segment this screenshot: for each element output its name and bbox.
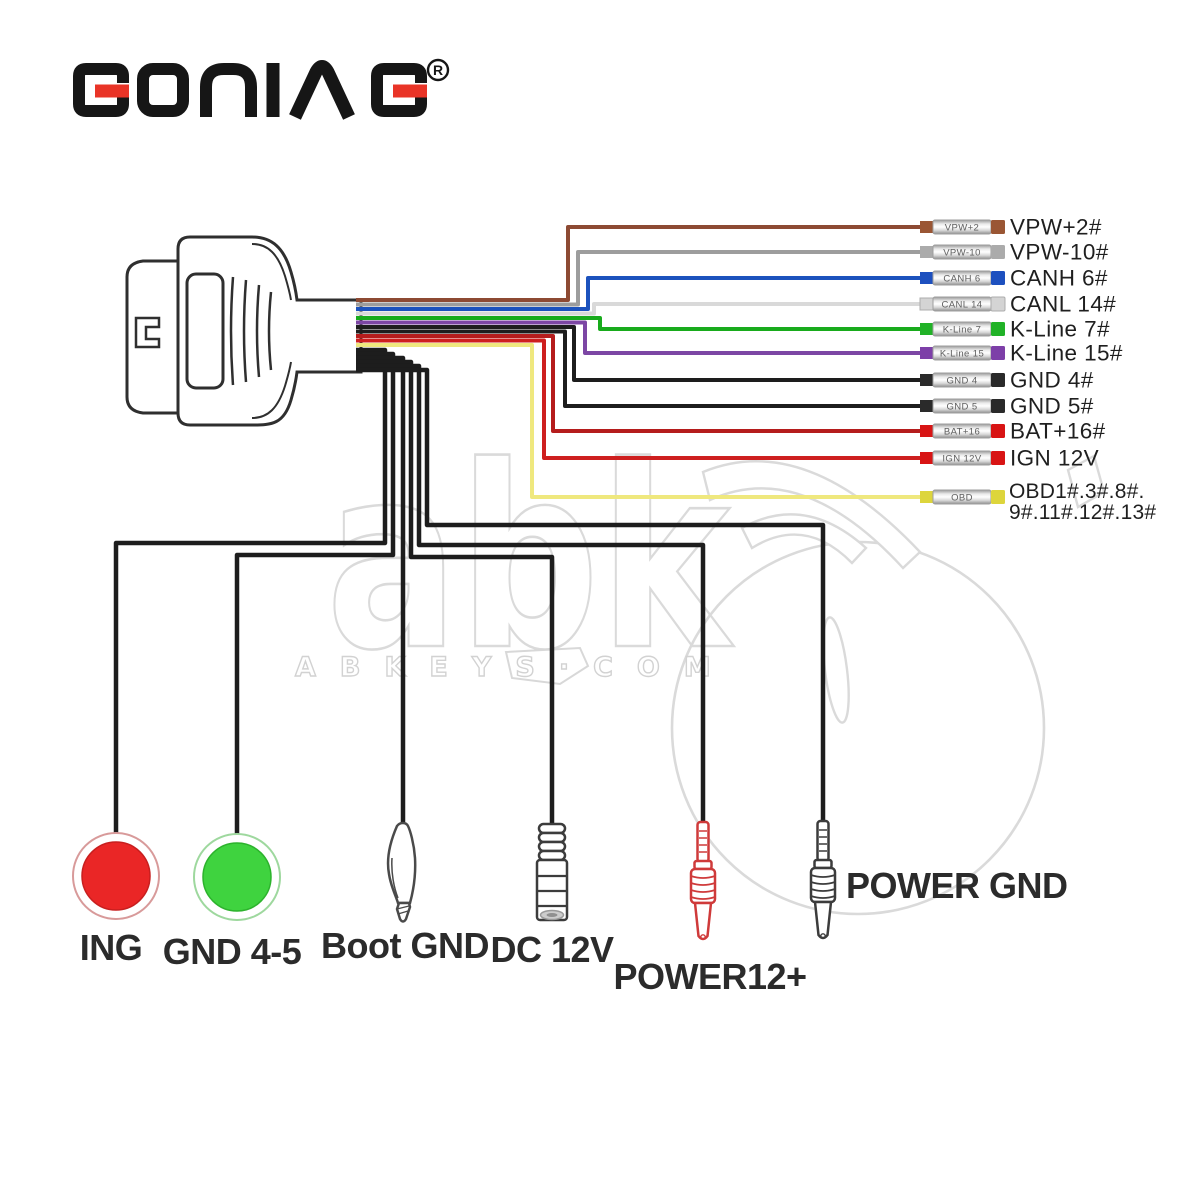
terminal-label: VPW+2# [1010,215,1102,240]
terminal-vpw2: VPW+2 VPW+2# [920,215,1102,240]
watermark-site-text: ABKEYS·COM [295,652,735,683]
connector-inner-line-top [251,243,292,301]
terminal-kline7: K-Line 7 K-Line 7# [920,317,1110,342]
connector-key-notch-icon [134,316,161,349]
wire-vpw10 [356,250,921,307]
power12-probe-icon [689,820,717,941]
connector-grip-line [267,291,273,371]
wire-ing [113,347,388,833]
logo-letter-g2 [371,63,427,117]
gnd45-connector: GND 4-5 [163,833,302,972]
terminal-gnd4: GND 4 GND 4# [920,368,1094,393]
boot-gnd-label: Boot GND [321,925,489,966]
wire-vpw2 [356,225,921,302]
wire-power12 [356,363,706,821]
watermark-arc-tip [1066,454,1106,509]
terminal-list: VPW+2 VPW+2# VPW-10 VPW-10# CANH 6 CANH … [919,215,1156,524]
watermark-inner-arc [740,513,868,565]
svg-text:VPW+2: VPW+2 [945,223,979,234]
ing-label: ING [80,927,143,968]
power-gnd-probe-icon [809,819,837,940]
terminal-kline15: K-Line 15 K-Line 15# [920,341,1123,366]
terminal-obd: OBD OBD1#.3#.8#. 9#.11#.12#.13# [920,480,1156,524]
obd2-connector [125,235,363,427]
godiag-logo: R [73,58,450,120]
connector-grip-line [255,284,261,378]
logo-letter-a [289,60,355,120]
logo-letter-o [137,63,189,117]
connector-grip-panel [185,272,225,390]
wire-power-gnd [356,367,826,820]
logo-red-bar-1 [95,84,129,98]
power12-label: POWER12+ [613,956,806,997]
terminal-label: CANH 6# [1010,266,1108,291]
terminal-label: IGN 12V [1010,446,1099,471]
terminal-label: CANL 14# [1010,292,1116,317]
svg-text:BAT+16: BAT+16 [944,427,980,438]
gnd45-pad [202,842,272,912]
terminal-label: GND 4# [1010,368,1094,393]
svg-text:CANL 14: CANL 14 [942,300,983,311]
terminal-vpw10: VPW-10 VPW-10# [920,240,1109,265]
registered-trademark-icon [426,58,450,82]
terminal-label-line1: OBD1#.3#.8#. [1009,480,1145,503]
wire-kline7 [356,316,921,331]
svg-text:VPW-10: VPW-10 [943,248,981,259]
terminal-label: GND 5# [1010,394,1094,419]
terminal-label: BAT+16# [1010,419,1106,444]
svg-text:IGN 12V: IGN 12V [942,454,981,465]
ing-pad [81,841,151,911]
wire-gnd5 [356,329,921,408]
logo-red-bar-2 [393,84,427,98]
bottom-connectors: ING GND 4-5 Boot GND DC 12V [72,819,1068,997]
terminal-label: K-Line 7# [1010,317,1110,342]
logo-letter-g1 [73,63,129,117]
terminal-ign12v: IGN 12V IGN 12V [920,446,1099,471]
wire-obd [356,343,921,499]
gnd45-label: GND 4-5 [163,931,302,972]
svg-text:K-Line 15: K-Line 15 [940,349,984,360]
wire-ign12v [356,338,921,460]
wire-dc12v [356,359,555,823]
connector-inner-line-bottom [251,361,292,419]
wire-gnd4 [356,325,921,382]
watermark-outer-arc [701,460,922,570]
dc12v-jack-icon [535,822,569,922]
connector-plug-face [125,259,185,415]
svg-text:GND 5: GND 5 [946,402,977,413]
connector-grip-line [229,276,235,386]
wire-harness [113,225,921,834]
wire-bat16 [356,334,921,433]
wire-canh6 [356,276,921,311]
watermark-tail [504,646,590,686]
svg-text:OBD: OBD [951,493,973,504]
terminal-label: K-Line 15# [1010,341,1123,366]
power-gnd-label: POWER GND [846,865,1068,906]
dc12v-label: DC 12V [490,929,614,970]
ing-connector: ING [72,832,160,968]
connector-grip-line [242,279,248,383]
wire-canl14 [356,302,921,316]
terminal-label-line2: 9#.11#.12#.13# [1009,501,1156,524]
svg-text:GND 4: GND 4 [946,376,977,387]
svg-text:K-Line 7: K-Line 7 [943,325,982,336]
svg-text:CANH 6: CANH 6 [943,274,980,285]
boot-gnd-clip-icon [386,821,417,923]
wire-kline15 [356,320,921,355]
terminal-gnd5: GND 5 GND 5# [920,394,1094,419]
terminal-canl14: CANL 14 CANL 14# [919,292,1116,317]
terminal-label: VPW-10# [1010,240,1109,265]
registered-trademark-letter: R [433,62,443,78]
terminal-bat16: BAT+16 BAT+16# [920,419,1106,444]
wire-boot-gnd [356,355,406,824]
terminal-canh6: CANH 6 CANH 6# [920,266,1108,291]
wire-gnd45 [234,351,396,834]
logo-letter-d [200,63,257,117]
